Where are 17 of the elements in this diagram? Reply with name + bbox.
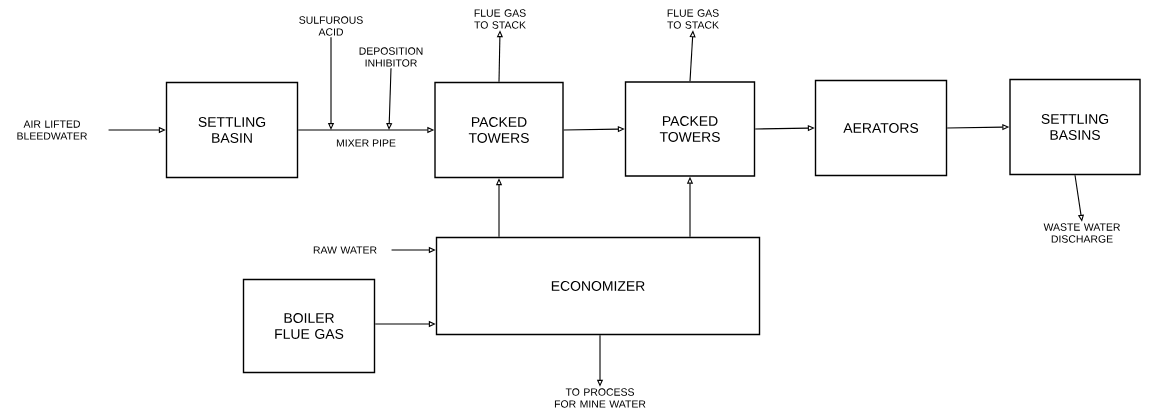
stream-label: WASTE WATER DISCHARGE	[1043, 223, 1120, 243]
process-box: AERATORS	[814, 79, 948, 177]
process-box: SETTLING BASIN	[165, 81, 299, 179]
stream-label: FLUE GAS TO STACK	[474, 9, 526, 29]
arrow	[386, 67, 393, 130]
process-box: ECONOMIZER	[435, 236, 761, 336]
process-box: SETTLING BASINS	[1009, 78, 1141, 176]
process-box: PACKED TOWERS	[624, 81, 756, 177]
stream-label: DEPOSITION INHIBITOR	[359, 47, 423, 67]
stream-label: RAW WATER	[313, 246, 377, 254]
stream-label: FLUE GAS TO STACK	[667, 9, 719, 29]
edge-label: MIXER PIPE	[335, 138, 397, 148]
process-box: PACKED TOWERS	[434, 81, 564, 179]
process-box: BOILER FLUE GAS	[242, 278, 376, 374]
stream-label: AIR LIFTED BLEEDWATER	[17, 120, 87, 140]
stream-label: SULFUROUS ACID	[299, 16, 363, 36]
stream-label: TO PROCESS FOR MINE WATER	[554, 388, 646, 408]
